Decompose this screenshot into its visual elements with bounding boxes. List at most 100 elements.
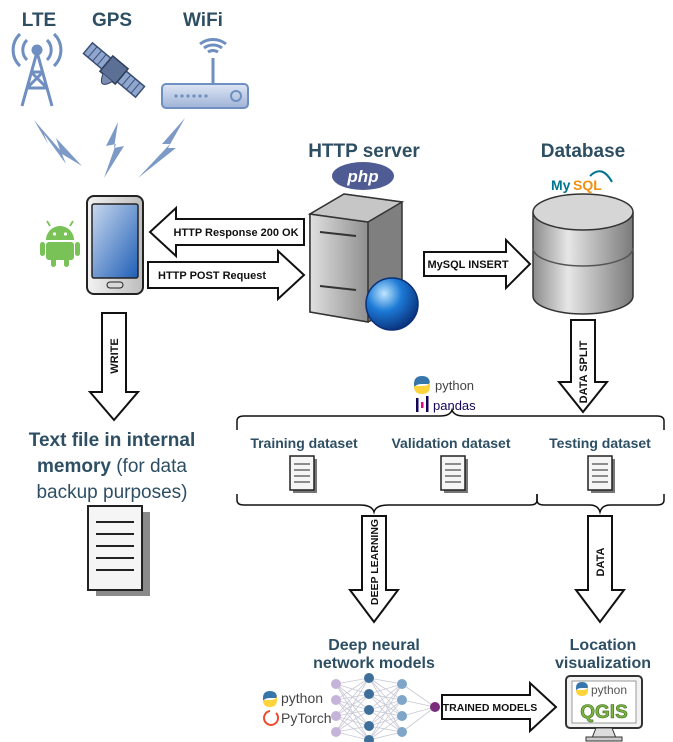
datasets-top-brace (236, 407, 665, 430)
nn-node (364, 721, 374, 731)
python-text-bottom: python (281, 690, 323, 706)
nn-edge (368, 699, 403, 741)
dnn-title-line1: Deep neural (328, 637, 420, 654)
http-response-label: HTTP Response 200 OK (173, 227, 298, 239)
text-file-icon (87, 505, 150, 596)
nn-node (364, 689, 374, 699)
dolphin-icon (589, 170, 613, 183)
nn-node (331, 695, 341, 705)
wifi-bolt-icon (138, 118, 185, 178)
training-dataset-label: Training dataset (250, 435, 358, 451)
gps-label: GPS (92, 10, 132, 31)
nn-edge (401, 706, 436, 717)
smartphone-icon (86, 195, 144, 295)
nn-edge (368, 731, 403, 741)
signal-bolts (34, 118, 185, 178)
pytorch-text: PyTorch (281, 710, 332, 726)
nn-edge (368, 715, 403, 727)
nn-edge (401, 683, 436, 708)
satellite-icon (82, 41, 146, 99)
write-arrow: WRITE (87, 312, 141, 422)
nn-node (364, 673, 374, 683)
qgis-text: QGIS (580, 702, 628, 723)
textfile-line1: Text file in internal (29, 430, 195, 451)
globe-icon (365, 277, 419, 331)
lte-label: LTE (22, 10, 56, 31)
http-request-label: HTTP POST Request (158, 270, 266, 282)
nn-edge (335, 677, 370, 685)
qgis-python-text: python (591, 683, 627, 697)
gps-bolt-icon (104, 122, 124, 178)
trained-models-arrow: TRAINED MODELS (441, 680, 558, 734)
data-arrow: DATA (574, 515, 626, 624)
mysql-insert-label: MySQL INSERT (427, 259, 508, 271)
nn-node (397, 727, 407, 737)
wifi-router-icon (161, 37, 249, 109)
dnn-title-line2: network models (313, 655, 435, 672)
python-text-top: python (435, 378, 474, 393)
data-split-arrow: DATA SPLIT (556, 319, 610, 414)
database-cylinder-icon (532, 193, 634, 315)
http-response-arrow: HTTP Response 200 OK (148, 205, 305, 259)
nn-edge (368, 683, 403, 695)
nn-edge (368, 683, 403, 741)
deep-learning-arrow: DEEP LEARNING (348, 515, 400, 624)
nn-edge (368, 725, 403, 733)
database-title: Database (541, 141, 626, 162)
nn-edge (368, 677, 403, 685)
nn-edge (401, 706, 436, 733)
data-split-label: DATA SPLIT (578, 340, 590, 403)
wifi-label: WiFi (183, 10, 223, 31)
http-request-arrow: HTTP POST Request (147, 248, 306, 302)
nn-edge (335, 709, 370, 733)
qgis-monitor-icon: python QGIS (565, 675, 643, 742)
textfile-line2-rest: (for data (111, 456, 187, 477)
nn-edge (368, 715, 403, 741)
validation-file-icon (440, 455, 468, 493)
training-file-icon (289, 455, 317, 493)
nn-edge (335, 693, 370, 733)
pytorch-logo: PyTorch (263, 710, 332, 726)
nn-node (430, 702, 440, 712)
python-logo-top: python (414, 376, 474, 394)
python-logo-bottom: python (263, 690, 323, 707)
testing-file-icon (587, 455, 615, 493)
nn-edge (368, 683, 403, 727)
validation-dataset-label: Validation dataset (391, 435, 510, 451)
textfile-line3: backup purposes) (36, 482, 187, 503)
mysql-logo-sql: SQL (573, 177, 602, 193)
php-logo-text: php (346, 167, 378, 186)
write-label: WRITE (109, 338, 121, 373)
lte-bolt-icon (34, 120, 82, 166)
nn-node (364, 735, 374, 742)
location-title-line2: visualization (555, 655, 651, 672)
mysql-logo: My SQL (551, 170, 613, 193)
testing-dataset-label: Testing dataset (549, 435, 651, 451)
nn-node (331, 711, 341, 721)
php-logo: php (332, 162, 394, 190)
server-icon (307, 193, 419, 331)
neural-network-icon (331, 673, 440, 742)
deep-learning-label: DEEP LEARNING (369, 519, 381, 605)
nn-edge (335, 677, 370, 701)
nn-node (397, 711, 407, 721)
textfile-line2: memory (for data (37, 456, 187, 477)
location-title-line1: Location (570, 637, 637, 654)
textfile-line2-bold: memory (37, 456, 111, 477)
nn-edge (368, 699, 403, 727)
nn-node (397, 679, 407, 689)
cell-tower-icon (11, 32, 63, 107)
nn-edge (335, 677, 370, 733)
nn-edge (335, 683, 370, 741)
nn-node (397, 695, 407, 705)
nn-edge (335, 677, 370, 717)
nn-edge (335, 731, 370, 741)
nn-edge (335, 725, 370, 733)
nn-edge (335, 715, 370, 741)
nn-node (364, 705, 374, 715)
data-label: DATA (595, 547, 607, 576)
nn-node (331, 679, 341, 689)
pandas-logo: pandas (416, 396, 476, 413)
